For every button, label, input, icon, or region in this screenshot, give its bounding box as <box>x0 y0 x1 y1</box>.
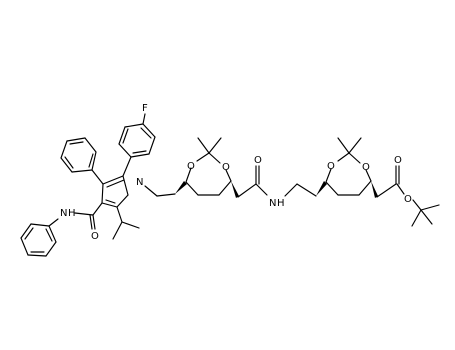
fluorophenyl-ring <box>118 113 156 158</box>
isopropyl-group <box>112 206 140 240</box>
dioxane-ring-1 <box>175 137 257 198</box>
dioxane2-oxygen-left-label: O <box>327 161 335 172</box>
linker-h-label: H <box>277 198 285 209</box>
amide-linker <box>255 165 268 196</box>
amide-group <box>74 202 103 230</box>
dioxane2-oxygen-right-label: O <box>362 162 370 173</box>
fluorine-label: F <box>142 103 148 114</box>
dioxane1-oxygen-right-label: O <box>222 162 230 173</box>
tert-butyl-ester <box>395 165 440 227</box>
dioxane1-oxygen-left-label: O <box>187 161 195 172</box>
pyrrole-ring <box>101 156 132 208</box>
ester-oxygen-label: O <box>404 194 412 205</box>
ester-carbonyl-oxygen-label: O <box>394 155 402 166</box>
amide-oxygen-label: O <box>91 231 99 242</box>
ethyl-linker-2 <box>284 183 317 197</box>
amide-n-label: N <box>60 208 67 219</box>
amide-h-label: H <box>68 208 76 219</box>
ethyl-linker-1 <box>144 185 176 197</box>
phenyl-ring-upper <box>60 137 104 185</box>
linker-n-label: N <box>269 198 276 209</box>
dioxane-ring-2 <box>316 137 397 198</box>
phenyl-ring-lower-left <box>20 218 59 257</box>
pyrrole-nitrogen-label: N <box>136 177 143 188</box>
linker-carbonyl-oxygen-label: O <box>254 155 262 166</box>
